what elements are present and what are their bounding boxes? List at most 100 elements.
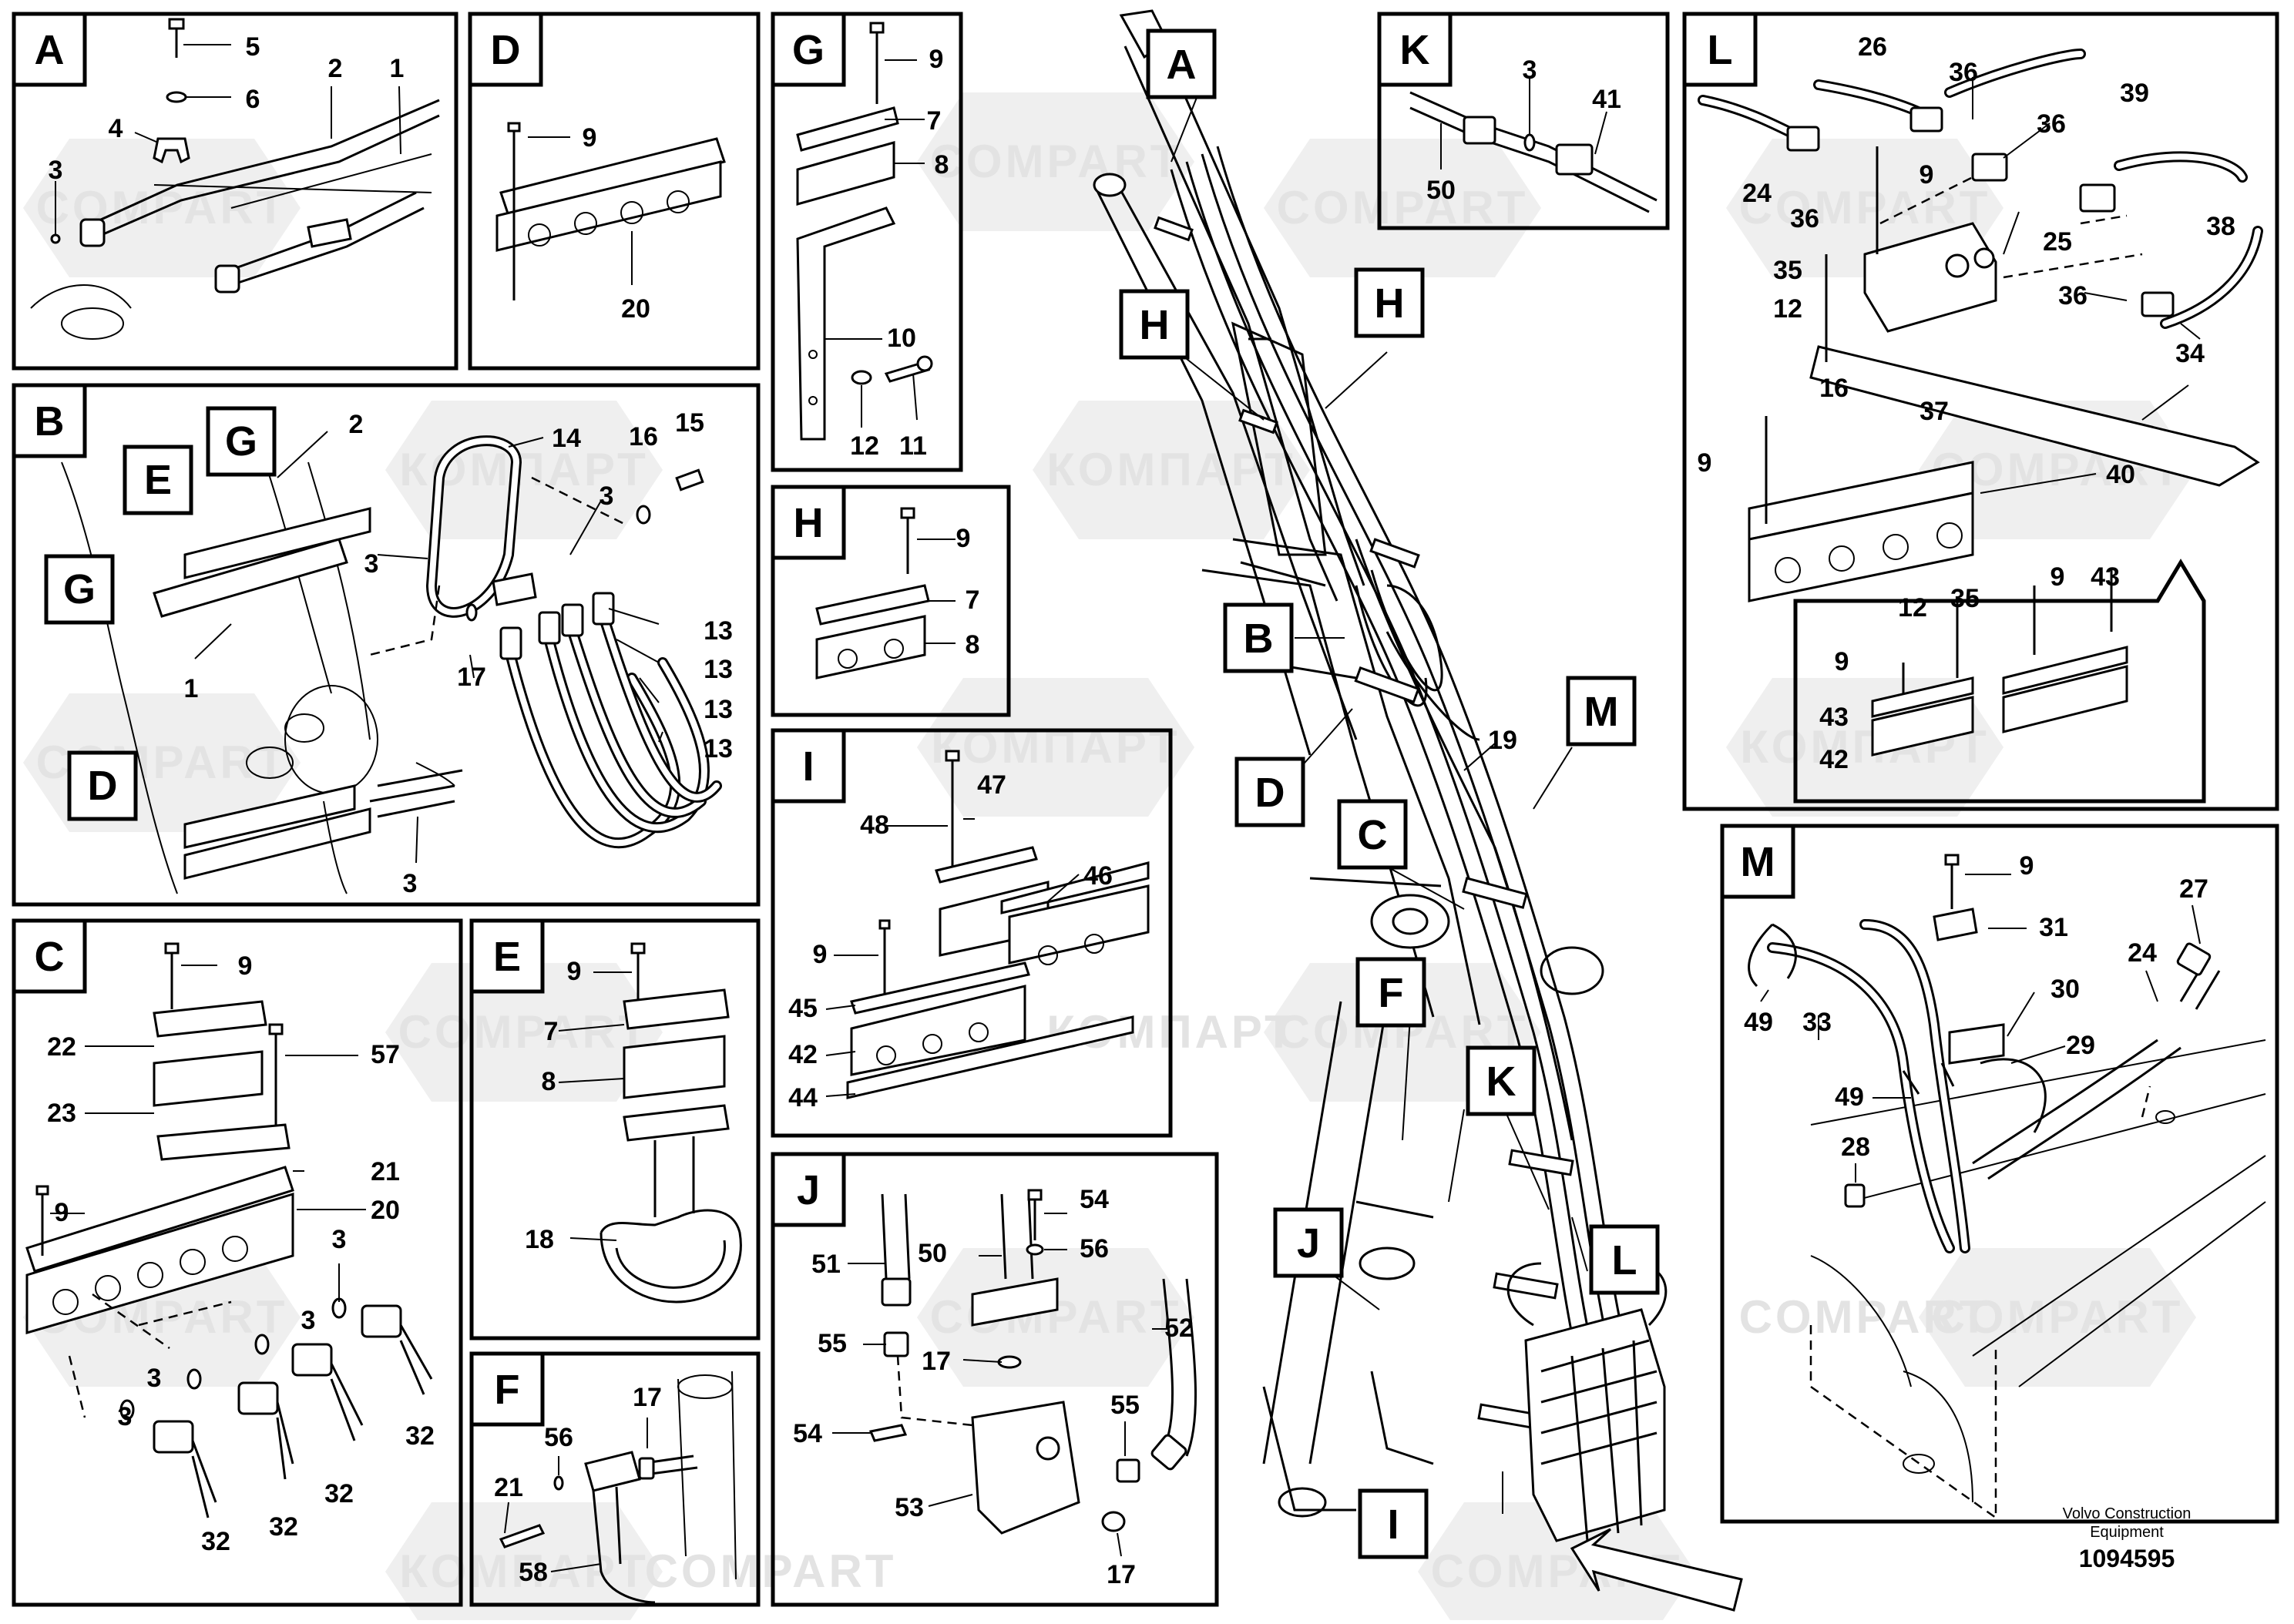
main-callout-box <box>1273 1207 1344 1278</box>
panel-m-part-label: 27 <box>2179 874 2208 904</box>
panel-g-title-box <box>771 12 846 87</box>
panel-frames <box>12 12 2279 1607</box>
panel-l-part-label: 35 <box>1773 256 1802 285</box>
panel-f-drawing <box>499 1371 737 1604</box>
main-callout-letter: F <box>1379 970 1404 1016</box>
main-callout-letter: I <box>1387 1502 1399 1548</box>
panel-k-title-box <box>1377 12 1453 87</box>
panel-l-drawing <box>1698 49 2263 757</box>
panel-f-title-box <box>469 1351 545 1427</box>
watermark-text: COMPART <box>36 182 288 233</box>
watermark-text: COMPART <box>1277 182 1529 233</box>
panel-l-part-label: 34 <box>2175 339 2205 368</box>
watermark-text: COMPART <box>930 136 1182 187</box>
main-callout-letter: B <box>1244 616 1274 662</box>
main-callout-letter: D <box>1255 770 1285 816</box>
panel-m-part-label: 49 <box>1744 1008 1773 1037</box>
detail-reference-box <box>44 554 115 625</box>
main-callout-letter: K <box>1486 1059 1516 1105</box>
main-callout-letter: L <box>1612 1237 1637 1283</box>
panel-e-title: E <box>493 934 521 980</box>
panel-e-part-label: 9 <box>567 957 582 986</box>
panel-j-part-label: 54 <box>1080 1185 1109 1214</box>
panel-b-title-box <box>12 383 87 458</box>
panel-l-part-label: 9 <box>1698 448 1712 478</box>
main-callout-letter: H <box>1375 280 1405 327</box>
panel-j-part-label: 51 <box>811 1250 841 1279</box>
panel-d-title-box <box>468 12 543 87</box>
panel-h-title: H <box>794 500 824 546</box>
panel-g-part-label: 8 <box>935 150 949 180</box>
panel-k-title: K <box>1400 27 1430 73</box>
panel-c-part-label: 20 <box>371 1196 400 1225</box>
panel-b-drawing <box>61 431 722 894</box>
panel-b-part-label: 3 <box>600 481 614 511</box>
panel-b-part-label: 13 <box>704 695 733 724</box>
main-callout-box <box>1337 799 1408 870</box>
panel-i-part-label: 46 <box>1083 861 1113 891</box>
panel-l-part-label: 26 <box>1858 32 1887 62</box>
panel-g-drawing <box>796 22 933 441</box>
watermark-text: COMPART <box>398 1006 650 1058</box>
panel-l-part-label: 38 <box>2206 212 2235 241</box>
panel-i-title-box <box>771 728 846 804</box>
detail-reference-box <box>67 750 138 821</box>
main-callout-box <box>1355 957 1426 1028</box>
panel-b-part-label: 3 <box>403 869 418 898</box>
panel-b-part-label: 16 <box>629 422 658 451</box>
main-callout-box <box>1223 602 1294 673</box>
panel-m-part-label: 24 <box>2128 938 2157 968</box>
panel-g-part-label: 12 <box>850 431 879 461</box>
detail-reference-box <box>123 445 193 515</box>
panel-h-part-label: 7 <box>966 586 980 615</box>
panel-l-title-box <box>1682 12 1758 87</box>
main-callout-box <box>1146 29 1217 99</box>
main-callout-box <box>1119 289 1190 360</box>
panel-c-part-label: 32 <box>269 1512 298 1542</box>
detail-reference-letter: G <box>225 418 257 465</box>
panel-f-part-label: 56 <box>544 1423 573 1452</box>
panel-l-part-label: 39 <box>2120 79 2149 108</box>
panel-b-part-label: 17 <box>457 663 486 692</box>
detail-reference-letter: D <box>88 763 118 809</box>
panel-a-title: A <box>35 27 65 73</box>
panel-b-part-label: 2 <box>349 410 364 439</box>
main-callout-box <box>1358 1488 1429 1559</box>
panel-e-title-box <box>469 918 545 994</box>
watermark-text: COMPART <box>1739 1291 1991 1343</box>
panel-c-part-label: 3 <box>118 1402 133 1431</box>
panel-h-part-label: 9 <box>956 524 971 553</box>
panel-m-part-label: 33 <box>1802 1008 1832 1037</box>
panel-i-part-label: 42 <box>788 1040 818 1069</box>
panel-m-title-box <box>1720 824 1795 899</box>
main-callout-box <box>1566 676 1637 747</box>
panel-l-part-label: 9 <box>2050 562 2065 592</box>
panel-k-part-label: 3 <box>1523 55 1537 85</box>
panel-a-part-label: 6 <box>246 85 260 114</box>
panel-a-part-label: 4 <box>109 114 123 143</box>
panel-b-part-label: 3 <box>364 549 379 579</box>
panel-e-part-label: 8 <box>542 1067 556 1096</box>
panel-d-title: D <box>491 27 521 73</box>
panel-l-title: L <box>1708 27 1733 73</box>
main-callout-box <box>1589 1224 1660 1295</box>
panel-f-part-label: 21 <box>494 1473 523 1502</box>
panel-j-part-label: 17 <box>1107 1560 1136 1589</box>
panel-c-part-label: 3 <box>301 1306 316 1335</box>
panel-i-part-label: 44 <box>788 1083 818 1112</box>
panel-l-part-label: 9 <box>1835 647 1849 676</box>
drawing-footer: Volvo Construction Equipment 1094595 <box>2034 1505 2219 1573</box>
panel-j-part-label: 53 <box>895 1493 924 1522</box>
main-part-label: 19 <box>1488 726 1517 755</box>
panel-g-part-label: 11 <box>899 431 927 461</box>
watermark-text: COMPART <box>645 1545 897 1597</box>
panel-c-part-label: 21 <box>371 1157 400 1186</box>
main-callout-box <box>1354 267 1425 338</box>
panel-b-part-label: 14 <box>552 424 581 453</box>
panel-a-drawing <box>30 18 440 340</box>
panel-l-part-label: 12 <box>1773 294 1802 324</box>
drawing-number: 1094595 <box>2078 1545 2175 1572</box>
panel-c-drawing <box>25 942 433 1518</box>
panel-l-part-label: 43 <box>1819 703 1849 732</box>
